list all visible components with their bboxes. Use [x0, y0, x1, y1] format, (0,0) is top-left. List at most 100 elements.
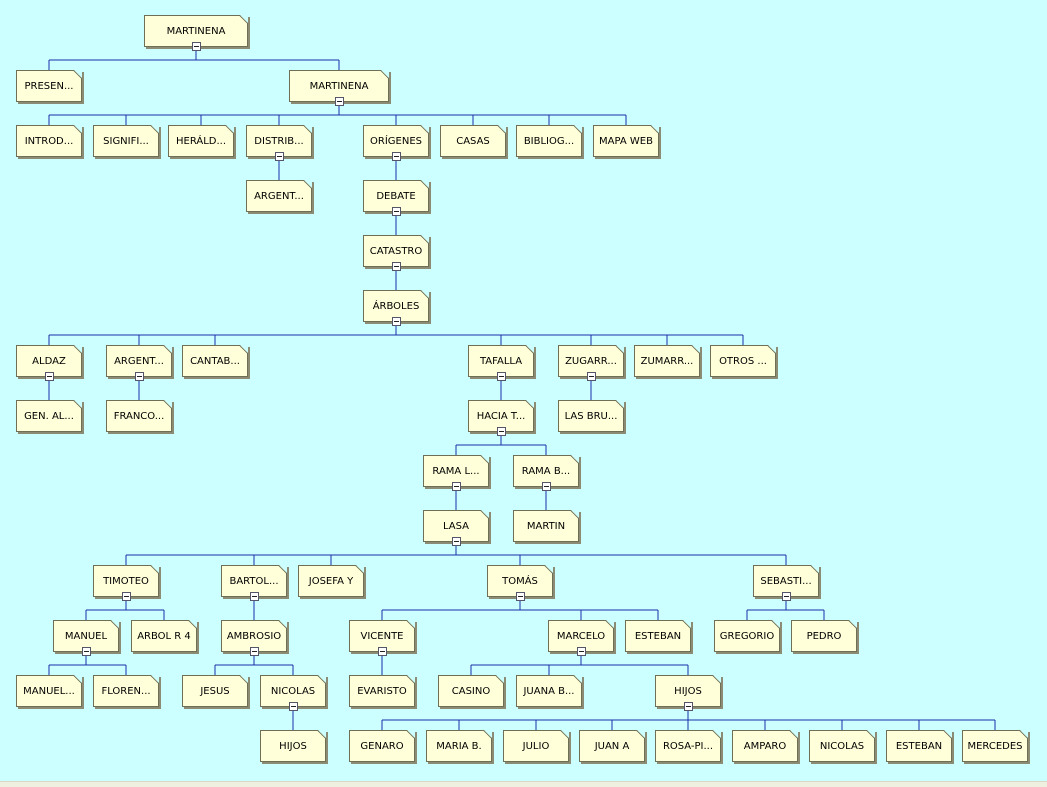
node-label: MARTIN [526, 520, 566, 532]
collapse-toggle[interactable] [192, 42, 201, 51]
collapse-toggle[interactable] [392, 262, 401, 271]
node-otros[interactable]: OTROS ... [710, 345, 776, 377]
node-label: PEDRO [806, 630, 842, 642]
collapse-toggle[interactable] [392, 152, 401, 161]
node-mapa-web[interactable]: MAPA WEB [593, 125, 659, 157]
node-martin[interactable]: MARTIN [513, 510, 579, 542]
node-lasa[interactable]: LASA [423, 510, 489, 542]
collapse-toggle[interactable] [684, 702, 693, 711]
node-juana-b[interactable]: JUANA B... [516, 675, 582, 707]
node-sebasti[interactable]: SEBASTI... [753, 565, 819, 597]
node-tafalla[interactable]: TAFALLA [468, 345, 534, 377]
node-argent[interactable]: ARGENT... [106, 345, 172, 377]
node-genaro[interactable]: GENARO [349, 730, 415, 762]
node-origenes[interactable]: ORÍGENES [363, 125, 429, 157]
node-martinena[interactable]: MARTINENA [144, 15, 248, 47]
node-label: ARBOL R 4 [137, 630, 191, 642]
collapse-toggle[interactable] [45, 372, 54, 381]
node-bibliog[interactable]: BIBLIOG... [516, 125, 582, 157]
node-label: NICOLAS [819, 740, 865, 752]
node-introd[interactable]: INTROD... [16, 125, 82, 157]
node-label: MANUEL [64, 630, 108, 642]
collapse-toggle[interactable] [516, 592, 525, 601]
collapse-toggle[interactable] [782, 592, 791, 601]
node-casas[interactable]: CASAS [440, 125, 506, 157]
node-maria-b[interactable]: MARIA B. [426, 730, 492, 762]
node-gregorio[interactable]: GREGORIO [714, 620, 780, 652]
node-zumarr[interactable]: ZUMARR... [634, 345, 700, 377]
collapse-toggle[interactable] [250, 592, 259, 601]
node-josefa-y[interactable]: JOSEFA Y [298, 565, 364, 597]
collapse-toggle[interactable] [275, 152, 284, 161]
node-label: MANUEL... [23, 685, 75, 697]
node-label: BARTOL... [229, 575, 279, 587]
node-timoteo[interactable]: TIMOTEO [93, 565, 159, 597]
collapse-toggle[interactable] [497, 372, 506, 381]
node-nicolas[interactable]: NICOLAS [809, 730, 875, 762]
node-juan-a[interactable]: JUAN A [579, 730, 645, 762]
node-aldaz[interactable]: ALDAZ [16, 345, 82, 377]
collapse-toggle[interactable] [122, 592, 131, 601]
node-label: DEBATE [376, 190, 416, 202]
collapse-toggle[interactable] [577, 647, 586, 656]
node-zugarr[interactable]: ZUGARR... [558, 345, 624, 377]
collapse-toggle[interactable] [250, 647, 259, 656]
node-julio[interactable]: JULIO [503, 730, 569, 762]
node-manuel[interactable]: MANUEL [53, 620, 119, 652]
node-hijos[interactable]: HIJOS [260, 730, 326, 762]
node-mercedes[interactable]: MERCEDES [962, 730, 1028, 762]
collapse-toggle[interactable] [497, 427, 506, 436]
node-hijos[interactable]: HIJOS [655, 675, 721, 707]
node-franco[interactable]: FRANCO... [106, 400, 172, 432]
node-jesus[interactable]: JESUS [182, 675, 248, 707]
node-rama-b[interactable]: RAMA B... [513, 455, 579, 487]
node-esteban[interactable]: ESTEBAN [625, 620, 691, 652]
node-presen[interactable]: PRESEN... [16, 70, 82, 102]
collapse-toggle[interactable] [289, 702, 298, 711]
node-arbol-r-4[interactable]: ARBOL R 4 [131, 620, 197, 652]
collapse-toggle[interactable] [452, 482, 461, 491]
node-manuel[interactable]: MANUEL... [16, 675, 82, 707]
node-las-bru[interactable]: LAS BRU... [558, 400, 624, 432]
node-label: AMPARO [743, 740, 787, 752]
node-label: RAMA L... [432, 465, 480, 477]
node-martinena[interactable]: MARTINENA [289, 70, 389, 102]
collapse-toggle[interactable] [82, 647, 91, 656]
node-argent[interactable]: ARGENT... [246, 180, 312, 212]
node-label: HERÁLD... [175, 135, 227, 147]
collapse-toggle[interactable] [392, 207, 401, 216]
collapse-toggle[interactable] [335, 97, 344, 106]
node-label: RAMA B... [521, 465, 571, 477]
node-label: GEN. AL... [24, 410, 74, 422]
node-herald[interactable]: HERÁLD... [168, 125, 234, 157]
node-debate[interactable]: DEBATE [363, 180, 429, 212]
node-label: DISTRIB... [254, 135, 304, 147]
collapse-toggle[interactable] [542, 482, 551, 491]
collapse-toggle[interactable] [587, 372, 596, 381]
node-arboles[interactable]: ÁRBOLES [363, 290, 429, 322]
node-label: FLOREN... [101, 685, 151, 697]
collapse-toggle[interactable] [378, 647, 387, 656]
node-label: EVARISTO [357, 685, 407, 697]
node-rosa-pi[interactable]: ROSA-PI... [655, 730, 721, 762]
node-label: ZUGARR... [565, 355, 617, 367]
node-hacia-t[interactable]: HACIA T... [468, 400, 534, 432]
node-tomas[interactable]: TOMÁS [487, 565, 553, 597]
node-label: TOMÁS [502, 575, 538, 587]
node-label: GENARO [360, 740, 404, 752]
node-esteban[interactable]: ESTEBAN [886, 730, 952, 762]
node-evaristo[interactable]: EVARISTO [349, 675, 415, 707]
collapse-toggle[interactable] [392, 317, 401, 326]
node-cantab[interactable]: CANTAB... [182, 345, 248, 377]
node-floren[interactable]: FLOREN... [93, 675, 159, 707]
node-amparo[interactable]: AMPARO [732, 730, 798, 762]
node-signifi[interactable]: SIGNIFI... [93, 125, 159, 157]
collapse-toggle[interactable] [452, 537, 461, 546]
node-casino[interactable]: CASINO [438, 675, 504, 707]
node-pedro[interactable]: PEDRO [791, 620, 857, 652]
node-ambrosio[interactable]: AMBROSIO [221, 620, 287, 652]
collapse-toggle[interactable] [135, 372, 144, 381]
node-gen-al[interactable]: GEN. AL... [16, 400, 82, 432]
node-label: CASAS [456, 135, 490, 147]
